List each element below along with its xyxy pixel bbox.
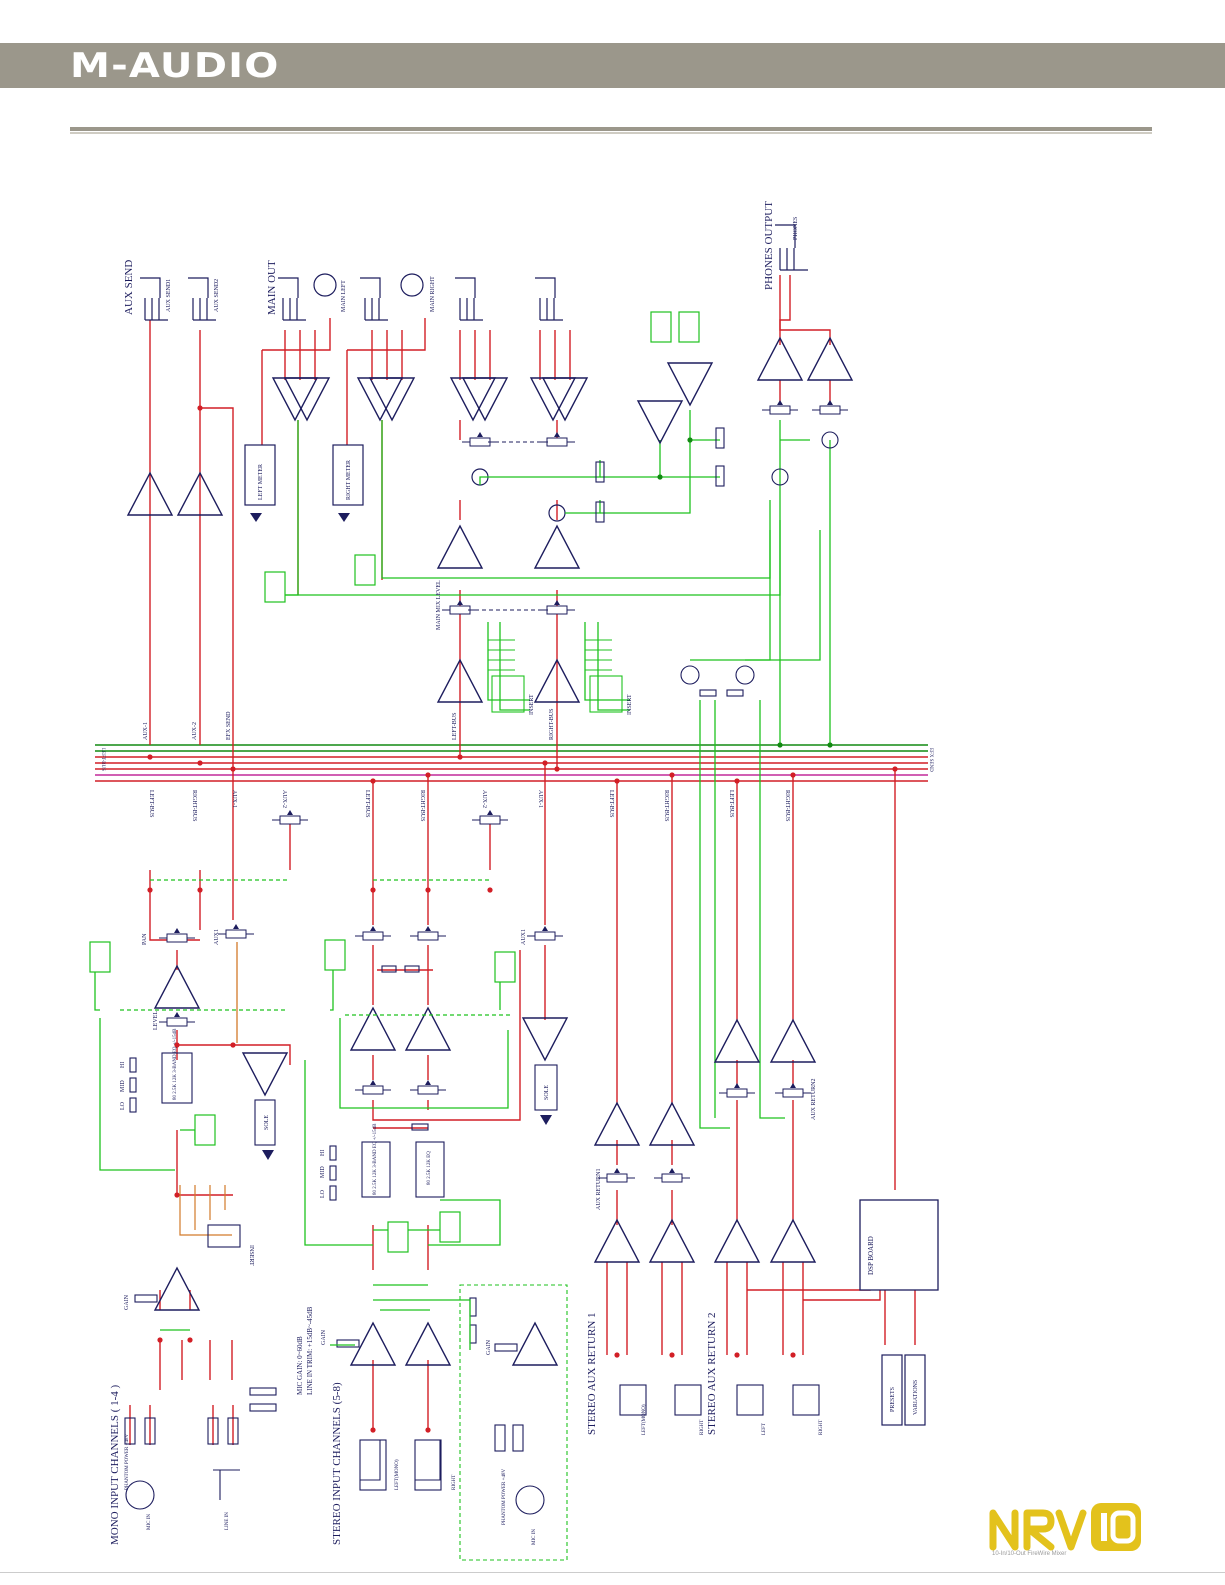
aux-return-section (594, 766, 939, 1426)
variations-label: VARIATIONS (913, 1380, 919, 1415)
insert-label-right: INSERT (627, 694, 633, 715)
stereo-right-bus-label: RIGHT-BUS (419, 790, 425, 821)
stereo-phantom-label: PHANTOM POWER +48V (502, 1469, 507, 1525)
mono-mic-in-label: MIC IN (147, 1514, 152, 1530)
stereo-gain-label: GAIN (321, 1329, 327, 1345)
stereo-aux-return2-title: STEREO AUX RETURN 2 (706, 1312, 718, 1435)
presets-label: PRESETS (890, 1387, 896, 1412)
junctions (147, 754, 796, 1433)
aux-return1-knob-label: AUX RETURN1 (596, 1169, 602, 1211)
main-out-section (244, 273, 426, 595)
stereo-aux-knob-label: AUX1 (521, 929, 527, 945)
footer-rule (0, 1572, 1225, 1573)
aux-send2-label: AUX SEND2 (214, 279, 220, 312)
dsp-board-label: DSP BOARD (867, 1236, 875, 1275)
main-left-label: MAIN LEFT (341, 280, 347, 312)
ret1-right-bus-label: RIGHT-BUS (663, 790, 669, 821)
stereo-sole-label: SOLE (544, 1085, 550, 1100)
stereo-aux2-label: AUX-2 (481, 790, 487, 808)
mono-aux2-label: AUX-2 (281, 790, 287, 808)
ret2-right-bus-label: RIGHT-BUS (784, 790, 790, 821)
aux1-label-top: AUX-1 (143, 722, 149, 740)
ret2-left-bus-label: LEFT-BUS (728, 790, 734, 817)
ret2-left-label: LEFT (762, 1423, 767, 1435)
header-rule-light (70, 132, 1152, 134)
bus-efx: EFX SEND (928, 748, 933, 772)
insert-jacks-upper (488, 639, 623, 713)
stereo-mic-in-label: MIC IN (532, 1529, 537, 1545)
stereo-lo-label: LO (320, 1189, 326, 1198)
stereo-right-label: RIGHT (452, 1475, 457, 1490)
right-meter-label: RIGHT METER (346, 460, 352, 500)
brand-logo: M-AUDIO (70, 46, 280, 86)
stereo-eq-label: 80 2.5K 12K 3-BAND EQ +/-15dB (373, 1123, 378, 1195)
stereo-aux1-label: AUX-1 (537, 790, 543, 808)
bus-output-section (437, 277, 588, 769)
mono-aux-knob-label: AUX1 (214, 929, 220, 945)
mono-insert-label: INSERT (248, 1245, 254, 1266)
aux-send-title: AUX SEND (123, 260, 135, 315)
efx-send-label-top: EFX SEND (226, 711, 232, 740)
main-mix-level-label: MAIN MIX LEVEL (436, 580, 442, 630)
mono-hi-label: HI (120, 1062, 126, 1068)
mono-line-in-label: LINE IN (225, 1512, 230, 1530)
mic-gain-note: MIC GAIN: 0~60dB (296, 1336, 304, 1395)
mono-channels-title: MONO INPUT CHANNELS ( 1-4 ) (109, 1384, 121, 1545)
header-bar (0, 43, 1225, 88)
mono-phantom-label: PHANTOM POWER +48V (125, 1434, 130, 1490)
stereo-channels-title: STEREO INPUT CHANNELS (5-8) (331, 1382, 343, 1545)
mono-aux1-label: AUX-1 (231, 790, 237, 808)
stereo-mic-gain-label: GAIN (486, 1339, 492, 1355)
mono-right-bus-label: RIGHT-BUS (191, 790, 197, 821)
ret1-left-bus-label: LEFT-BUS (608, 790, 614, 817)
mono-mid-label: MID (120, 1080, 126, 1092)
insert-label-left: INSERT (529, 694, 535, 715)
stereo-eq2-label: 80 2.5K 12K EQ (427, 1151, 432, 1185)
ret1-left-mono-label: LEFT(MONO) (642, 1404, 647, 1435)
bus-left: LEFT-BUS (100, 748, 105, 771)
level-label: LEVEL (153, 1011, 159, 1030)
mono-left-bus-label: LEFT-BUS (148, 790, 154, 817)
stereo-channel (271, 763, 568, 1561)
pan-label: PAN (142, 933, 148, 945)
mono-channel (89, 757, 291, 1510)
stereo-hi-label: HI (320, 1150, 326, 1156)
aux-send1-label: AUX SEND1 (166, 279, 172, 312)
aux2-label-top: AUX-2 (192, 722, 198, 740)
aux-send-section (127, 277, 234, 757)
nrv10-logo (989, 1503, 1141, 1551)
mono-lo-label: LO (120, 1101, 126, 1110)
phones-jack-label: PHONES (793, 217, 799, 240)
right-bus-label-top: RIGHT-BUS (549, 709, 555, 740)
left-meter-label: LEFT METER (258, 464, 264, 500)
bus-lines (95, 744, 928, 782)
stereo-aux-return1-title: STEREO AUX RETURN 1 (586, 1312, 598, 1435)
aux-return2-knob-label: AUX RETURN2 (811, 1079, 817, 1121)
main-out-title: MAIN OUT (266, 260, 278, 315)
stereo-mid-label: MID (320, 1166, 326, 1178)
ret2-right-label: RIGHT (819, 1420, 824, 1435)
left-bus-label-top: LEFT-BUS (452, 713, 458, 740)
mono-eq-label: 80 2.5K 12K 3-BAND EQ +/-15dB (173, 1028, 178, 1100)
stereo-left-bus-label: LEFT-BUS (364, 790, 370, 817)
phones-section (757, 224, 853, 415)
main-right-label: MAIN RIGHT (430, 276, 436, 312)
line-trim-note: LINE IN TRIM: +15dB~-45dB (306, 1306, 314, 1395)
mono-sole-label: SOLE (264, 1115, 270, 1130)
stereo-left-mono-label: LEFT(MONO) (395, 1459, 400, 1490)
phones-output-title: PHONES OUTPUT (763, 201, 775, 290)
ret1-right-label: RIGHT (700, 1420, 705, 1435)
header-rule (70, 127, 1152, 131)
logo-tagline: 10-In/10-Out FireWire Mixer (992, 1551, 1067, 1557)
mono-gain-label: GAIN (124, 1294, 130, 1310)
